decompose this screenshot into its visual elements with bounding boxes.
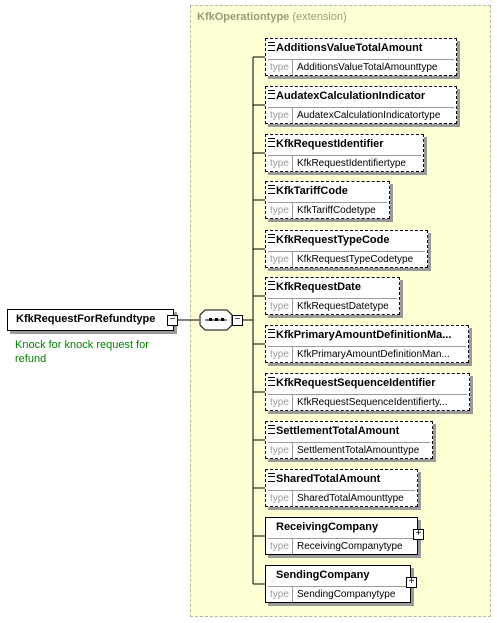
element-name: KfkTariffCode: [276, 185, 348, 197]
element-type-row: type AdditionsValueTotalAmounttype: [268, 59, 454, 76]
optional-marker-icon: [268, 377, 275, 386]
type-label: type: [268, 491, 293, 506]
element-type-row: type SharedTotalAmounttype: [268, 490, 415, 507]
element-type-row: type AudatexCalculationIndicatortype: [268, 107, 454, 124]
optional-marker-icon: [268, 329, 275, 338]
type-label: type: [268, 299, 293, 314]
type-label: type: [268, 156, 293, 171]
element-type-row: type SettlementTotalAmounttype: [268, 442, 430, 459]
optional-marker-icon: [268, 473, 275, 482]
element-name: ReceivingCompany: [276, 521, 379, 533]
element-type-row: type KfkRequestSequenceIdentifierty...: [268, 394, 467, 411]
element-box[interactable]: KfkRequestSequenceIdentifier type KfkReque…: [265, 373, 470, 411]
expand-toggle[interactable]: +: [406, 577, 417, 588]
type-label: type: [268, 539, 293, 554]
element-type-name: KfkPrimaryAmountDefinitionMan...: [297, 349, 450, 360]
root-element-name: KfkRequestForRefundtype: [16, 313, 156, 325]
optional-marker-icon: [268, 42, 275, 51]
root-collapse-toggle[interactable]: −: [167, 315, 178, 326]
type-label: type: [268, 443, 293, 458]
element-name: KfkRequestDate: [276, 281, 361, 293]
type-label: type: [268, 60, 293, 75]
element-name: KfkPrimaryAmountDefinitionMa...: [276, 329, 452, 341]
sequence-collapse-toggle[interactable]: −: [232, 315, 243, 326]
root-documentation: Knock for knock request for refund: [15, 339, 149, 365]
extension-kind: (extension): [292, 11, 347, 23]
optional-marker-icon: [268, 425, 275, 434]
element-type-name: KfkRequestDatetype: [297, 301, 389, 312]
element-name: SharedTotalAmount: [276, 473, 381, 485]
optional-marker-icon: [268, 185, 275, 194]
type-label: type: [268, 252, 293, 267]
element-name: AdditionsValueTotalAmount: [276, 42, 423, 54]
element-name: SendingCompany: [276, 569, 370, 581]
element-type-row: type KfkPrimaryAmountDefinitionMan...: [268, 346, 466, 363]
sequence-compositor-icon[interactable]: [199, 309, 233, 331]
element-type-name: KfkRequestTypeCodetype: [297, 254, 414, 265]
element-type-name: ReceivingCompanytype: [297, 541, 403, 552]
element-type-row: type KfkRequestDatetype: [268, 298, 397, 315]
expand-toggle[interactable]: +: [413, 529, 424, 540]
element-name: KfkRequestSequenceIdentifier: [276, 377, 436, 389]
optional-marker-icon: [268, 138, 275, 147]
type-label: type: [268, 587, 293, 602]
element-type-row: type SendingCompanytype: [268, 586, 408, 603]
element-name: AudatexCalculationIndicator: [276, 90, 426, 102]
element-name: KfkRequestTypeCode: [276, 234, 390, 246]
element-type-name: KfkRequestSequenceIdentifierty...: [297, 397, 448, 408]
element-name: SettlementTotalAmount: [276, 425, 400, 437]
element-box[interactable]: KfkPrimaryAmountDefinitionMa... type KfkPr…: [265, 325, 469, 363]
type-label: type: [268, 395, 293, 410]
type-label: type: [268, 108, 293, 123]
optional-marker-icon: [268, 281, 275, 290]
element-type-row: type KfkRequestTypeCodetype: [268, 251, 425, 268]
extension-name: KfkOperationtype: [197, 11, 290, 23]
element-type-name: KfkRequestIdentifiertype: [297, 158, 406, 169]
element-type-row: type KfkRequestIdentifiertype: [268, 155, 421, 172]
type-label: type: [268, 347, 293, 362]
element-type-name: KfkTariffCodetype: [297, 205, 376, 216]
element-type-row: type KfkTariffCodetype: [268, 202, 387, 219]
element-type-row: type ReceivingCompanytype: [268, 538, 415, 555]
element-type-name: SharedTotalAmounttype: [297, 493, 404, 504]
extension-title: KfkOperationtype (extension): [197, 11, 347, 23]
element-type-name: AdditionsValueTotalAmounttype: [297, 62, 438, 73]
root-element-box[interactable]: KfkRequestForRefundtype: [7, 309, 174, 331]
optional-marker-icon: [268, 234, 275, 243]
element-type-name: AudatexCalculationIndicatortype: [297, 110, 441, 121]
element-type-name: SettlementTotalAmounttype: [297, 445, 420, 456]
optional-marker-icon: [268, 90, 275, 99]
element-type-name: SendingCompanytype: [297, 589, 396, 600]
type-label: type: [268, 203, 293, 218]
element-name: KfkRequestIdentifier: [276, 138, 384, 150]
